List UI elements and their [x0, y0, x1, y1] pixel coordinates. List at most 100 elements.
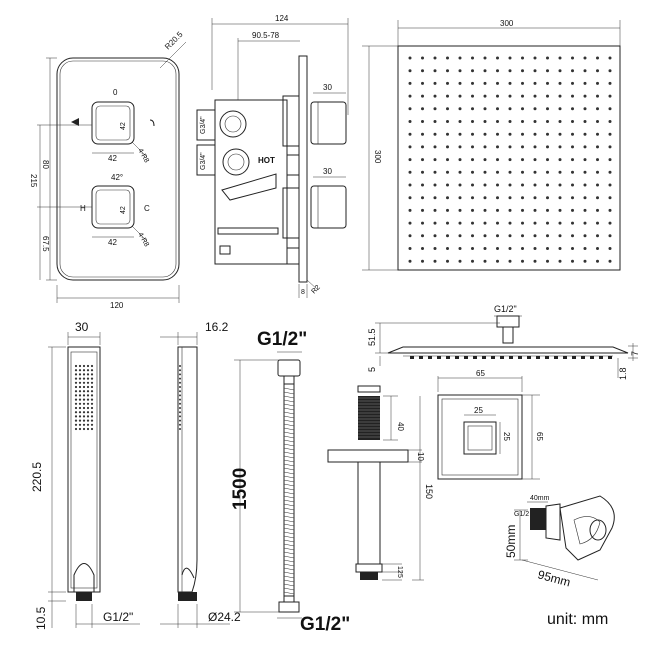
- nozzle-dot: [558, 56, 562, 60]
- outlet-thread-body: [530, 508, 546, 530]
- handset-nozzle-dot: [82, 398, 86, 401]
- hose-ring: [283, 587, 295, 591]
- hose-ring: [283, 559, 295, 563]
- handset-nozzle-dot: [90, 377, 94, 380]
- handset-nozzle-dot: [90, 394, 94, 397]
- hose-ring: [283, 471, 295, 475]
- nozzle-dot: [583, 94, 587, 98]
- nozzle-dot: [533, 183, 537, 187]
- nozzle-dot: [433, 183, 437, 187]
- nozzle-dot: [408, 81, 412, 85]
- nozzle-dot: [408, 247, 412, 250]
- nozzle-dot: [421, 183, 424, 187]
- hose-ring: [283, 499, 295, 503]
- nozzle-dot: [471, 69, 474, 73]
- nozzle-dot: [558, 259, 562, 263]
- side-nozzle-dot: [179, 398, 181, 401]
- nozzle-dot: [458, 81, 462, 85]
- nozzle-dot: [471, 158, 474, 162]
- nozzle-dot: [608, 196, 612, 200]
- handset-nozzle-dot: [90, 373, 94, 376]
- nozzle-dot: [608, 69, 612, 73]
- side-nozzle-dot: [179, 390, 181, 393]
- hose-length: 1500: [230, 468, 251, 510]
- hose-view: G1/2" G1/2" 1500: [230, 329, 350, 635]
- handset-nozzle-dot: [90, 423, 94, 426]
- nozzle-dot: [521, 94, 524, 98]
- nozzle-dot: [446, 158, 449, 162]
- profile-nozzle: [500, 356, 504, 359]
- nozzle-dot: [483, 107, 487, 111]
- nozzle-dot: [496, 259, 499, 263]
- handset-nozzle-dot: [78, 369, 82, 372]
- nozzle-dot: [421, 94, 424, 98]
- nozzle-dot: [546, 221, 549, 225]
- nozzle-dot: [571, 132, 574, 136]
- handset-nozzle-dot: [86, 423, 90, 426]
- side-depth-range: 90.5-78: [252, 31, 280, 40]
- handset-nozzle-dot: [78, 364, 82, 368]
- profile-nozzle: [491, 356, 495, 359]
- nozzle-dot: [521, 234, 524, 238]
- side-nozzle-dot: [179, 394, 181, 397]
- hose-ring: [283, 479, 295, 483]
- handset-nozzle-dot: [82, 390, 86, 393]
- nozzle-dot: [433, 120, 437, 123]
- cold-letter: C: [144, 204, 150, 213]
- nozzle-dot: [433, 132, 437, 136]
- side-nozzle-dot: [179, 386, 181, 388]
- handset-nozzle-dot: [78, 402, 82, 405]
- arm-thread-length: 40: [396, 422, 405, 431]
- nozzle-dot: [421, 132, 424, 136]
- profile-nozzle: [473, 356, 477, 359]
- handset-nozzle-dot: [90, 385, 94, 389]
- nozzle-dot: [433, 107, 437, 111]
- nozzle-dot: [483, 247, 487, 250]
- nozzle-grid: [408, 56, 612, 263]
- nozzle-dot: [596, 158, 599, 162]
- nozzle-dot: [471, 196, 474, 200]
- hose-ring: [283, 439, 295, 443]
- handset-nozzle-dot: [82, 427, 86, 431]
- nozzle-dot: [446, 69, 449, 73]
- hose-ring: [283, 387, 295, 391]
- side-nozzle-dot: [179, 428, 181, 430]
- nozzle-dot: [508, 170, 512, 174]
- nozzle-dot: [583, 132, 587, 136]
- nozzle-dot: [608, 107, 612, 111]
- nozzle-dot: [471, 208, 474, 212]
- nozzle-dot: [433, 158, 437, 162]
- handset-nozzle-dot: [74, 364, 78, 368]
- side-nozzle-dot: [179, 419, 181, 422]
- nozzle-dot: [508, 183, 512, 187]
- nozzle-dot: [433, 81, 437, 85]
- nozzle-dot: [596, 132, 599, 136]
- nozzle-dot: [433, 247, 437, 250]
- rain-flow-icon: [149, 119, 155, 127]
- profile-rim: 1.8: [618, 367, 628, 380]
- nozzle-dot: [483, 145, 487, 149]
- nozzle-dot: [496, 145, 499, 149]
- handset-nozzle-dot: [82, 415, 86, 418]
- nozzle-dot: [508, 107, 512, 111]
- handset-nozzle-dot: [74, 385, 78, 389]
- hose-ring: [283, 555, 295, 559]
- handset-nozzle-dot: [86, 415, 90, 418]
- bottom-handle-width: 42: [108, 238, 117, 247]
- hose-ring: [283, 571, 295, 575]
- handset-nozzle-dot: [82, 369, 86, 372]
- valve-handle-spacing-80: 80: [41, 160, 50, 169]
- handset-thread-label: G1/2": [103, 610, 133, 624]
- nozzle-dot: [583, 183, 587, 187]
- hose-ring: [283, 435, 295, 439]
- nozzle-dot: [483, 208, 487, 212]
- profile-nozzle: [509, 356, 513, 359]
- flange-outer-width: 65: [476, 369, 485, 378]
- port-bottom: [222, 148, 250, 176]
- handset-nozzle-dot: [74, 406, 78, 410]
- nozzle-dot: [471, 259, 474, 263]
- nozzle-dot: [408, 69, 412, 73]
- nozzle-dot: [533, 196, 537, 200]
- profile-nozzle: [455, 356, 459, 359]
- hose-ring: [283, 467, 295, 471]
